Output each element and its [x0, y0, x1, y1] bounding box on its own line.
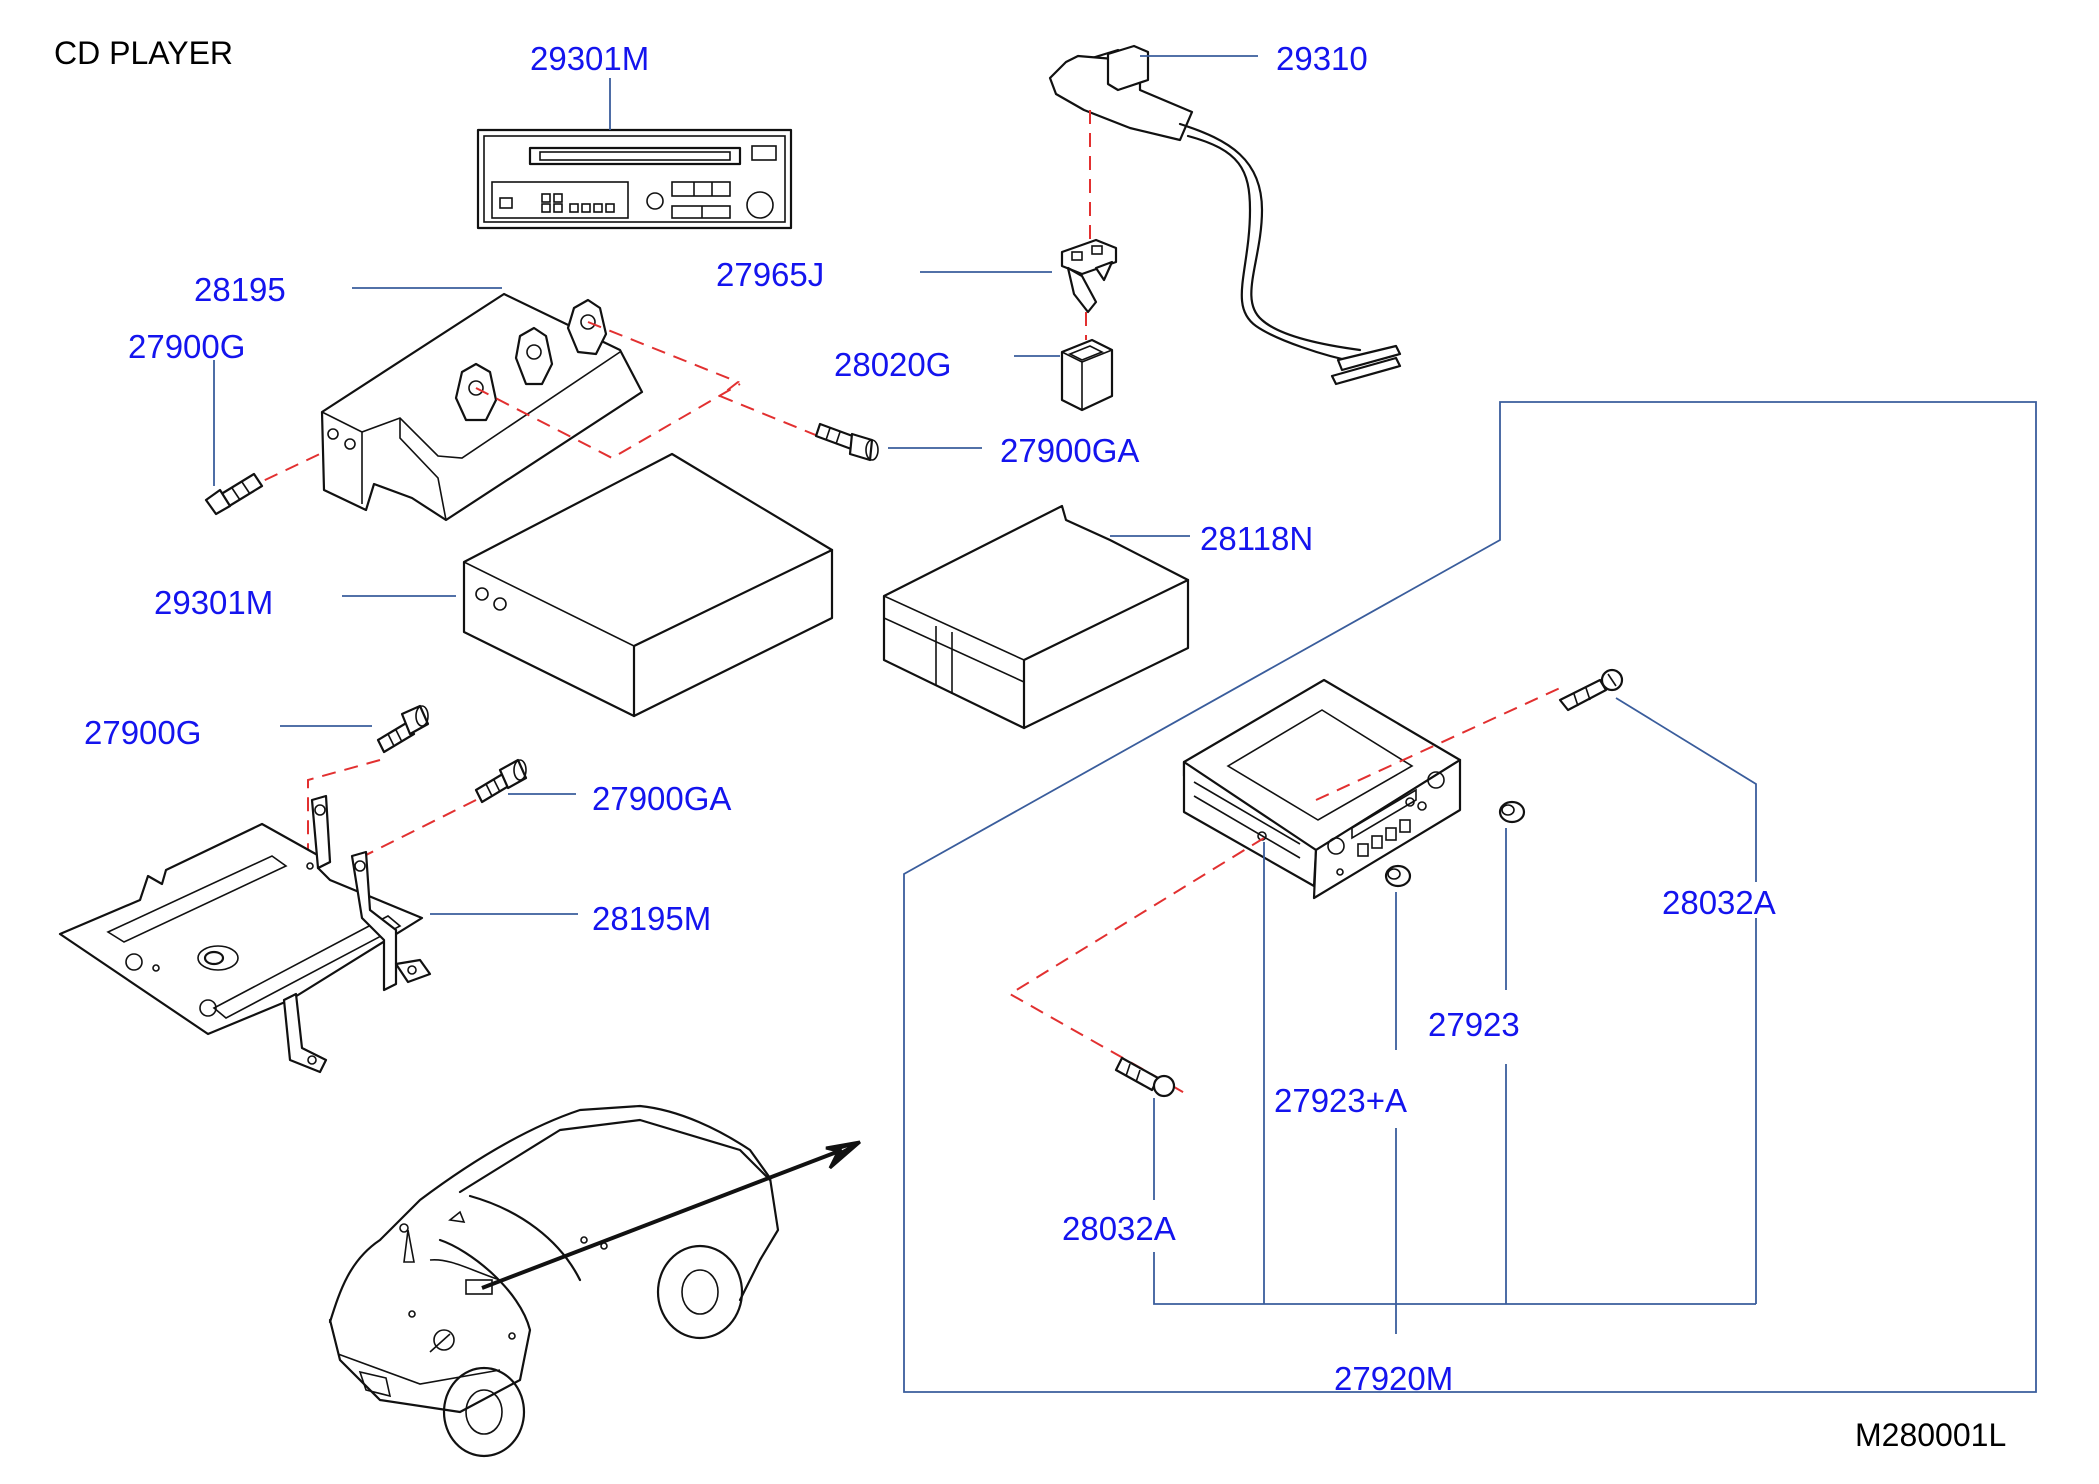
label-screw-lower: 28032A: [1062, 1210, 1176, 1247]
knob-left[interactable]: [1384, 864, 1412, 888]
bracket-bolt-left[interactable]: [204, 472, 264, 516]
label-radio-assembly: 27920M: [1334, 1360, 1453, 1397]
label-screw-upper: 28032A: [1662, 884, 1776, 921]
lower-right-guide: [359, 799, 477, 859]
label-lower-bracket: 28195M: [592, 900, 711, 937]
cd-player-faceplate[interactable]: [476, 128, 793, 230]
label-connector-clip: 27965J: [716, 256, 824, 293]
lower-bolt-right[interactable]: [474, 758, 528, 804]
label-mounting-bracket: 28195: [194, 271, 286, 308]
radio-unit[interactable]: [1182, 678, 1462, 900]
vehicle-location-sketch: [328, 1104, 780, 1458]
label-connector-holder: 28020G: [834, 346, 951, 383]
bracket-right-guide: [587, 321, 819, 437]
location-arrow: [481, 1148, 843, 1290]
lower-left-guide: [307, 759, 381, 862]
label-cd-changer-cover: 28118N: [1200, 520, 1313, 557]
label-knob: 27923: [1428, 1006, 1520, 1043]
label-knob-set: 27923+A: [1274, 1082, 1407, 1119]
bracket-bolt-right[interactable]: [814, 422, 879, 462]
lower-bracket[interactable]: [58, 794, 432, 1074]
label-harness-connector: 29310: [1276, 40, 1368, 77]
radio-assembly-frame: [903, 401, 2037, 1393]
screw-upper[interactable]: [1558, 668, 1624, 712]
location-arrow-head: [825, 1140, 861, 1170]
lower-bolt-left[interactable]: [376, 704, 430, 754]
bolt-left-guide: [243, 451, 325, 491]
bracket-left-guide: [475, 383, 741, 460]
diagram-title: CD PLAYER: [54, 35, 233, 71]
harness-connector[interactable]: [1048, 44, 1402, 386]
cd-player-body[interactable]: [462, 452, 834, 718]
label-lower-bolt-right: 27900GA: [592, 780, 731, 817]
diagram-reference: M280001L: [1855, 1417, 2006, 1453]
connector-holder[interactable]: [1060, 338, 1114, 412]
label-cd-player-unit: 29301M: [530, 40, 649, 77]
connector-clip[interactable]: [1060, 238, 1118, 314]
label-lower-bolt-left: 27900G: [84, 714, 201, 751]
label-cd-player-body: 29301M: [154, 584, 273, 621]
knob-right[interactable]: [1498, 800, 1526, 824]
label-bracket-bolt-left: 27900G: [128, 328, 245, 365]
leader-lines: [213, 55, 1757, 1334]
radio-lower-guide: [1008, 837, 1265, 1097]
mounting-bracket[interactable]: [320, 292, 644, 522]
screw-lower[interactable]: [1114, 1056, 1176, 1098]
label-bracket-bolt-right: 27900GA: [1000, 432, 1139, 469]
cd-changer-cover[interactable]: [882, 504, 1190, 730]
